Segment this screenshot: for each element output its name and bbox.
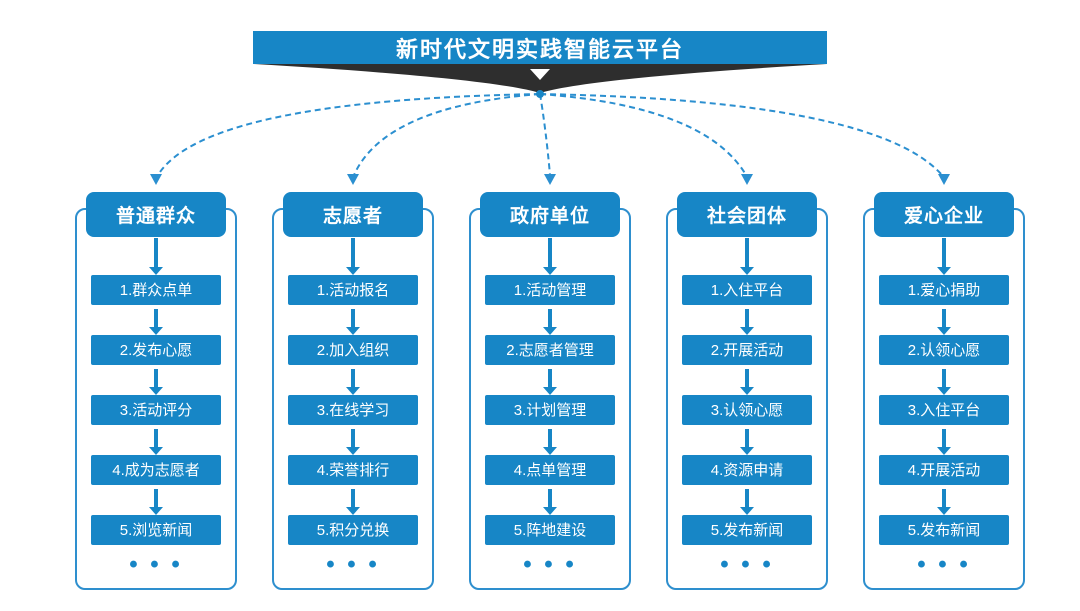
column-putong-qunzhong: 普通群众 1.群众点单 2.发布心愿 3.活动评分 4.成为志愿者 5.浏览新闻… bbox=[75, 192, 237, 590]
down-arrow-icon bbox=[745, 369, 749, 387]
column-header: 志愿者 bbox=[283, 192, 423, 237]
down-arrow-icon bbox=[548, 369, 552, 387]
arrowhead-col2-icon bbox=[347, 174, 359, 185]
down-arrow-icon bbox=[942, 369, 946, 387]
connector-to-col3 bbox=[539, 93, 551, 176]
banner-ribbon bbox=[253, 64, 827, 93]
flow-step: 2.加入组织 bbox=[288, 335, 418, 365]
column-title: 爱心企业 bbox=[903, 206, 984, 227]
down-arrow-icon bbox=[745, 309, 749, 327]
connector-to-col2 bbox=[353, 93, 541, 176]
platform-title-banner: 新时代文明实践智能云平台 bbox=[253, 31, 827, 64]
flow-step: 3.在线学习 bbox=[288, 395, 418, 425]
column-zhengfu-danwei: 政府单位 1.活动管理 2.志愿者管理 3.计划管理 4.点单管理 5.阵地建设… bbox=[469, 192, 631, 590]
more-indicator: • • • bbox=[720, 551, 774, 578]
flow-step: 4.资源申请 bbox=[682, 455, 812, 485]
column-header: 爱心企业 bbox=[874, 192, 1014, 237]
down-arrow-icon bbox=[745, 238, 749, 267]
column-header: 普通群众 bbox=[86, 192, 226, 237]
role-columns: 普通群众 1.群众点单 2.发布心愿 3.活动评分 4.成为志愿者 5.浏览新闻… bbox=[75, 192, 1025, 590]
down-arrow-icon bbox=[351, 489, 355, 507]
connector-to-col4 bbox=[539, 93, 747, 176]
column-shehui-tuanti: 社会团体 1.入住平台 2.开展活动 3.认领心愿 4.资源申请 5.发布新闻 … bbox=[666, 192, 828, 590]
flow-step: 3.计划管理 bbox=[485, 395, 615, 425]
more-indicator: • • • bbox=[326, 551, 380, 578]
arrowhead-col4-icon bbox=[741, 174, 753, 185]
column-aixin-qiye: 爱心企业 1.爱心捐助 2.认领心愿 3.入住平台 4.开展活动 5.发布新闻 … bbox=[863, 192, 1025, 590]
connector-to-col5 bbox=[539, 93, 943, 176]
down-arrow-icon bbox=[548, 489, 552, 507]
more-indicator: • • • bbox=[523, 551, 577, 578]
down-arrow-icon bbox=[942, 309, 946, 327]
arrowhead-col5-icon bbox=[938, 174, 950, 185]
down-arrow-icon bbox=[154, 429, 158, 447]
down-arrow-icon bbox=[548, 309, 552, 327]
flow-step: 5.阵地建设 bbox=[485, 515, 615, 545]
flow-step: 1.活动管理 bbox=[485, 275, 615, 305]
flow-step: 5.发布新闻 bbox=[879, 515, 1009, 545]
down-arrow-icon bbox=[351, 238, 355, 267]
column-title: 社会团体 bbox=[706, 206, 787, 227]
flow-step: 2.开展活动 bbox=[682, 335, 812, 365]
platform-title: 新时代文明实践智能云平台 bbox=[395, 36, 684, 62]
down-arrow-icon bbox=[745, 489, 749, 507]
down-arrow-icon bbox=[745, 429, 749, 447]
arrowhead-col1-icon bbox=[150, 174, 162, 185]
arrowhead-col3-icon bbox=[544, 174, 556, 185]
column-title: 普通群众 bbox=[115, 206, 196, 227]
flow-step: 1.入住平台 bbox=[682, 275, 812, 305]
flow-step: 4.成为志愿者 bbox=[91, 455, 221, 485]
connector-lines bbox=[150, 90, 950, 185]
down-arrow-icon bbox=[351, 309, 355, 327]
flow-step: 5.发布新闻 bbox=[682, 515, 812, 545]
down-arrow-icon bbox=[548, 238, 552, 267]
flow-step: 4.荣誉排行 bbox=[288, 455, 418, 485]
down-arrow-icon bbox=[942, 429, 946, 447]
flow-step: 3.入住平台 bbox=[879, 395, 1009, 425]
column-title: 政府单位 bbox=[509, 206, 590, 227]
column-title: 志愿者 bbox=[322, 206, 383, 227]
down-arrow-icon bbox=[942, 238, 946, 267]
flow-step: 3.活动评分 bbox=[91, 395, 221, 425]
banner-down-arrow-icon bbox=[530, 69, 550, 80]
down-arrow-icon bbox=[548, 429, 552, 447]
flow-step: 2.发布心愿 bbox=[91, 335, 221, 365]
down-arrow-icon bbox=[154, 238, 158, 267]
down-arrow-icon bbox=[154, 309, 158, 327]
flow-step: 1.群众点单 bbox=[91, 275, 221, 305]
down-arrow-icon bbox=[351, 429, 355, 447]
flow-step: 5.积分兑换 bbox=[288, 515, 418, 545]
flow-step: 2.认领心愿 bbox=[879, 335, 1009, 365]
flow-step: 4.点单管理 bbox=[485, 455, 615, 485]
down-arrow-icon bbox=[154, 489, 158, 507]
column-header: 社会团体 bbox=[677, 192, 817, 237]
flow-step: 2.志愿者管理 bbox=[485, 335, 615, 365]
more-indicator: • • • bbox=[917, 551, 971, 578]
connector-to-col1 bbox=[157, 93, 541, 176]
more-indicator: • • • bbox=[129, 551, 183, 578]
flow-step: 1.爱心捐助 bbox=[879, 275, 1009, 305]
flow-step: 1.活动报名 bbox=[288, 275, 418, 305]
column-header: 政府单位 bbox=[480, 192, 620, 237]
down-arrow-icon bbox=[942, 489, 946, 507]
flow-step: 5.浏览新闻 bbox=[91, 515, 221, 545]
down-arrow-icon bbox=[154, 369, 158, 387]
flow-step: 4.开展活动 bbox=[879, 455, 1009, 485]
hub-dot-icon bbox=[536, 90, 544, 98]
flow-step: 3.认领心愿 bbox=[682, 395, 812, 425]
down-arrow-icon bbox=[351, 369, 355, 387]
column-zhiyuanzhe: 志愿者 1.活动报名 2.加入组织 3.在线学习 4.荣誉排行 5.积分兑换 •… bbox=[272, 192, 434, 590]
